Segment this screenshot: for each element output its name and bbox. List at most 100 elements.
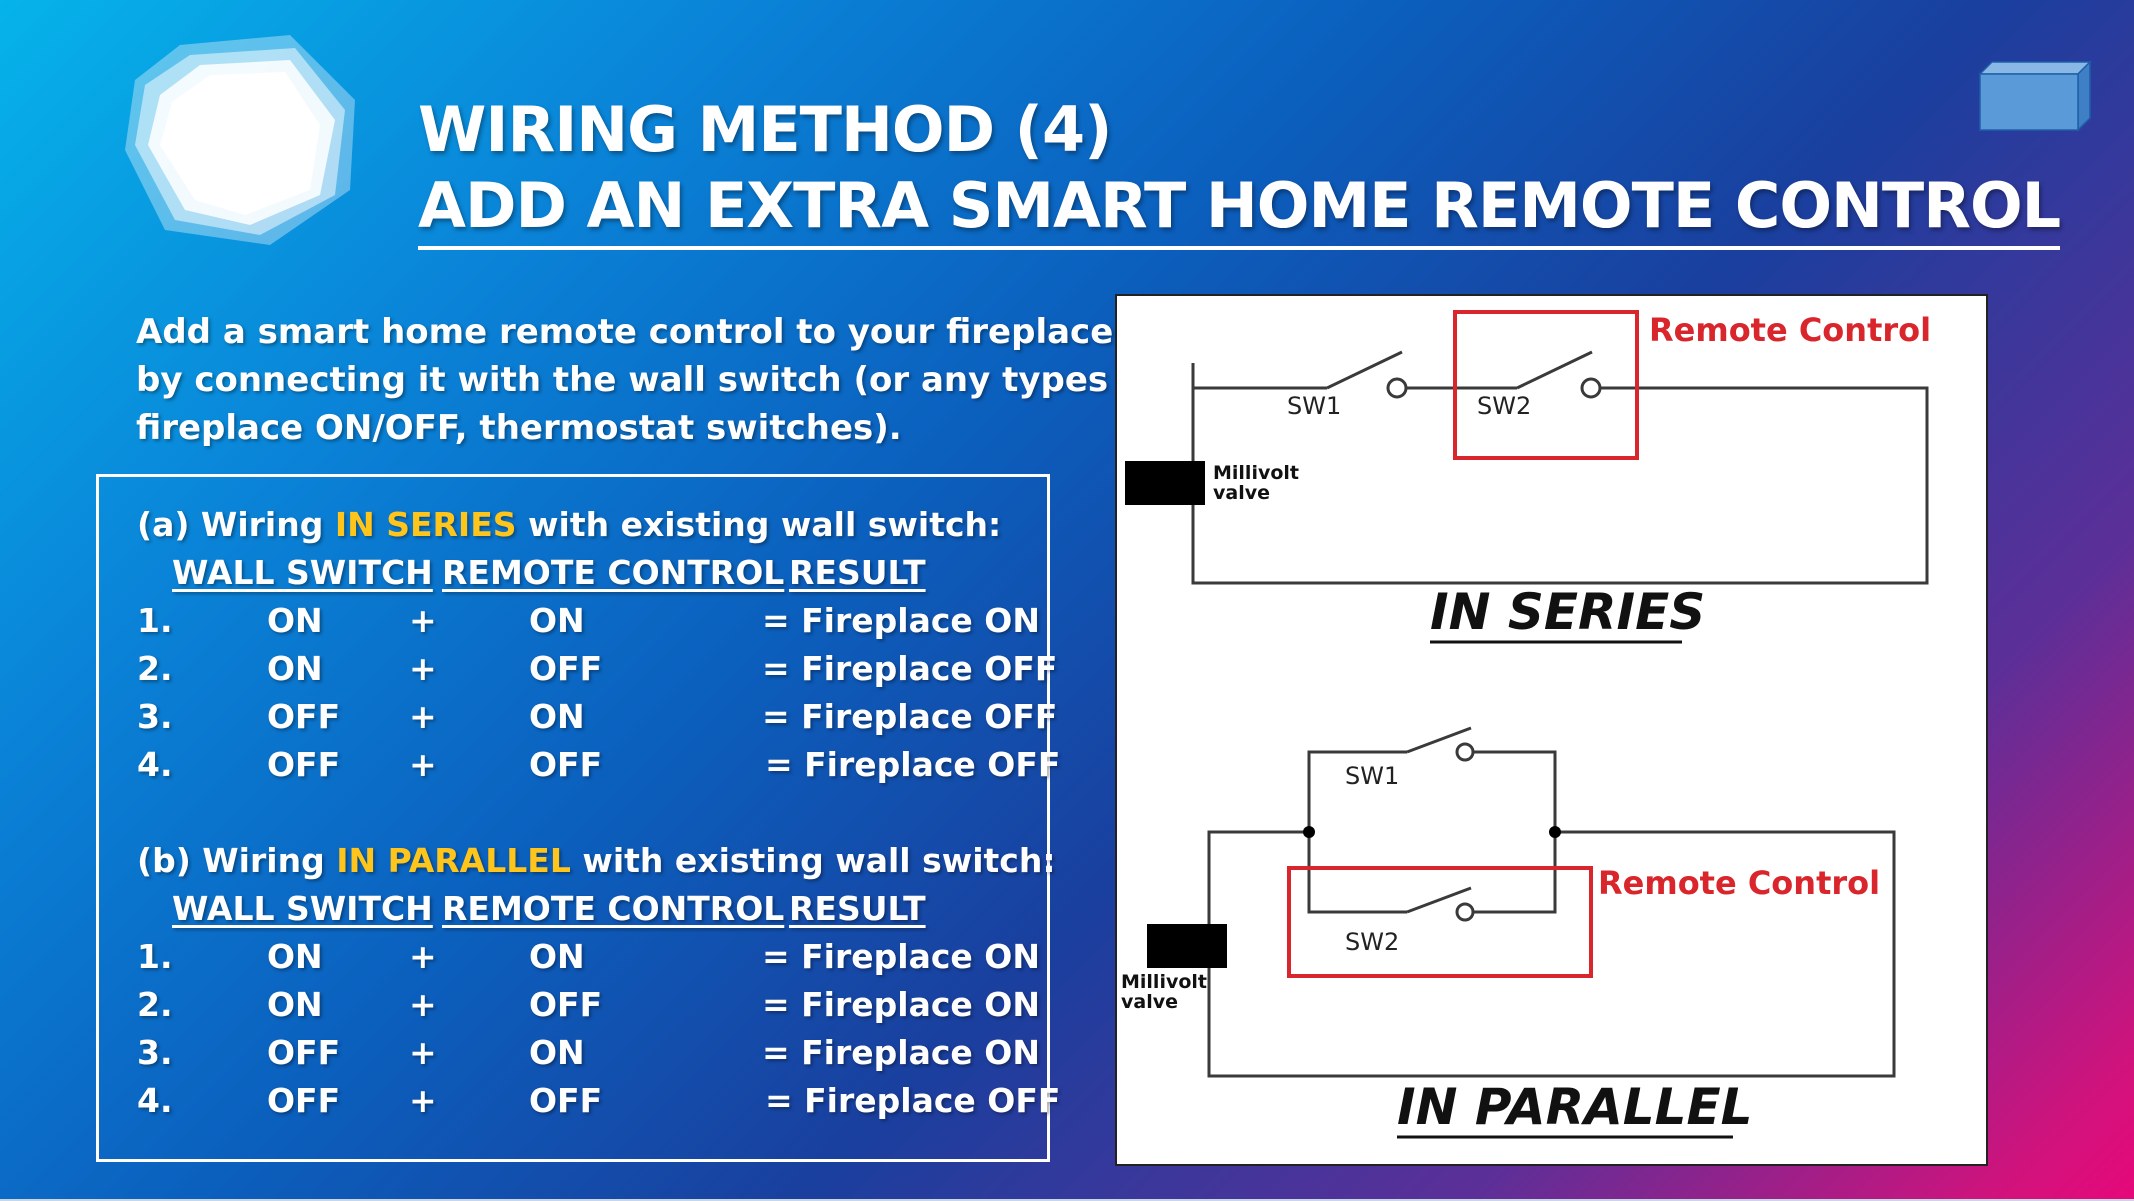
table-row: 2. ON + OFF = Fireplace ON [99,981,1047,1029]
plus-sign: + [409,745,437,784]
intro-line: fireplace ON/OFF, thermostat switches). [136,408,902,448]
wall-value: OFF [267,745,341,784]
row-number: 4. [137,1081,173,1120]
remote-value: ON [529,937,585,976]
series-caption: IN SERIES [1430,583,1705,641]
series-circuit [1191,350,1929,585]
parallel-branch-sw1-right [1473,750,1557,832]
heading-suffix: with existing wall switch: [570,841,1056,880]
parallel-branch-sw2-right [1473,832,1557,914]
heading-suffix: with existing wall switch: [516,505,1002,544]
table-row: 1. ON + ON = Fireplace ON [99,933,1047,981]
plus-sign: + [409,601,437,640]
logo-blob-icon [125,35,355,245]
wall-value: ON [267,601,323,640]
parallel-sw1-contact [1455,742,1475,762]
parallel-sw1-label: SW1 [1345,762,1399,790]
result-value: = Fireplace OFF [765,1081,1061,1120]
series-remote-label: Remote Control [1649,311,1931,349]
wall-value: ON [267,649,323,688]
parallel-circuit [1207,726,1896,1078]
parallel-sw1-blade [1406,726,1472,754]
wall-value: OFF [267,1081,341,1120]
col-head-remote-control: REMOTE CONTROL [442,553,785,592]
series-sw2-label: SW2 [1477,392,1531,420]
col-head-result: RESULT [789,889,926,928]
parallel-remote-box [1287,866,1593,978]
wiring-diagram-panel: SW1 SW2 Remote Control Millivolt valve I… [1117,296,1986,1164]
cube-icon [1978,60,2092,132]
intro-paragraph: Add a smart home remote control to your … [136,308,1159,452]
parallel-sw2-blade [1406,886,1472,914]
parallel-heading: (b) Wiring IN PARALLEL with existing wal… [137,837,1056,885]
remote-value: ON [529,1033,585,1072]
row-number: 2. [137,649,173,688]
heading-prefix: (b) Wiring [137,841,337,880]
parallel-remote-label: Remote Control [1598,864,1880,902]
table-row: 3. OFF + ON = Fireplace ON [99,1029,1047,1077]
parallel-valve-block [1147,924,1227,968]
plus-sign: + [409,937,437,976]
heading-prefix: (a) Wiring [137,505,335,544]
page-title: WIRING METHOD (4) ADD AN EXTRA SMART HOM… [418,92,2061,250]
parallel-branch-sw1-left [1307,750,1407,832]
table-row: 3. OFF + ON = Fireplace OFF [99,693,1057,741]
sw2-blade [1516,350,1593,390]
remote-value: ON [529,601,585,640]
parallel-branch-sw2-left [1307,832,1407,914]
result-value: = Fireplace ON [762,937,1040,976]
col-head-remote-control: REMOTE CONTROL [442,889,785,928]
intro-line: Add a smart home remote control to your … [136,312,1114,352]
remote-value: OFF [529,1081,603,1120]
wall-value: OFF [267,697,341,736]
series-valve-block [1125,461,1205,505]
title-line-2: ADD AN EXTRA SMART HOME REMOTE CONTROL [418,168,2061,250]
parallel-wire-loop [1207,830,1896,1078]
plus-sign: + [409,1081,437,1120]
heading-highlight: IN PARALLEL [336,841,571,880]
result-value: = Fireplace ON [762,1033,1040,1072]
row-number: 3. [137,1033,173,1072]
plus-sign: + [409,697,437,736]
series-heading: (a) Wiring IN SERIES with existing wall … [137,501,1001,549]
remote-value: OFF [529,745,603,784]
remote-value: ON [529,697,585,736]
intro-line: by connecting it with the wall switch (o… [136,360,1159,400]
wall-value: ON [267,937,323,976]
table-row: 4. OFF + OFF = Fireplace OFF [99,741,1060,789]
wall-value: ON [267,985,323,1024]
parallel-caption: IN PARALLEL [1397,1078,1753,1136]
series-wire-loop [1191,363,1929,585]
bottom-strip [0,1199,2134,1201]
row-number: 1. [137,937,173,976]
result-value: = Fireplace OFF [765,745,1061,784]
parallel-junction-left [1303,826,1315,838]
parallel-valve-label-2: valve [1121,991,1178,1013]
remote-value: OFF [529,985,603,1024]
series-column-headers: WALL SWITCH REMOTE CONTROL RESULT [99,549,1047,597]
row-number: 3. [137,697,173,736]
parallel-column-headers: WALL SWITCH REMOTE CONTROL RESULT [99,885,1047,933]
plus-sign: + [409,649,437,688]
result-value: = Fireplace OFF [762,649,1058,688]
series-valve-label-2: valve [1213,482,1270,504]
result-value: = Fireplace OFF [762,697,1058,736]
wiring-diagram: SW1 SW2 Remote Control Millivolt valve I… [1121,310,1931,1139]
plus-sign: + [409,985,437,1024]
title-line-1: WIRING METHOD (4) [418,93,1112,166]
truth-table-box: (a) Wiring IN SERIES with existing wall … [96,474,1060,1162]
result-value: = Fireplace ON [762,601,1040,640]
parallel-sw2-contact [1455,902,1475,922]
series-valve-label-1: Millivolt [1213,462,1299,484]
heading-highlight: IN SERIES [334,505,517,544]
parallel-valve-label-1: Millivolt [1121,971,1207,993]
table-row: 4. OFF + OFF = Fireplace OFF [99,1077,1060,1125]
col-head-result: RESULT [789,553,926,592]
parallel-junction-right [1549,826,1561,838]
sw1-contact [1386,377,1408,399]
series-sw1-label: SW1 [1287,392,1341,420]
row-number: 2. [137,985,173,1024]
sw2-contact [1580,377,1602,399]
series-remote-box [1453,310,1639,460]
result-value: = Fireplace ON [762,985,1040,1024]
